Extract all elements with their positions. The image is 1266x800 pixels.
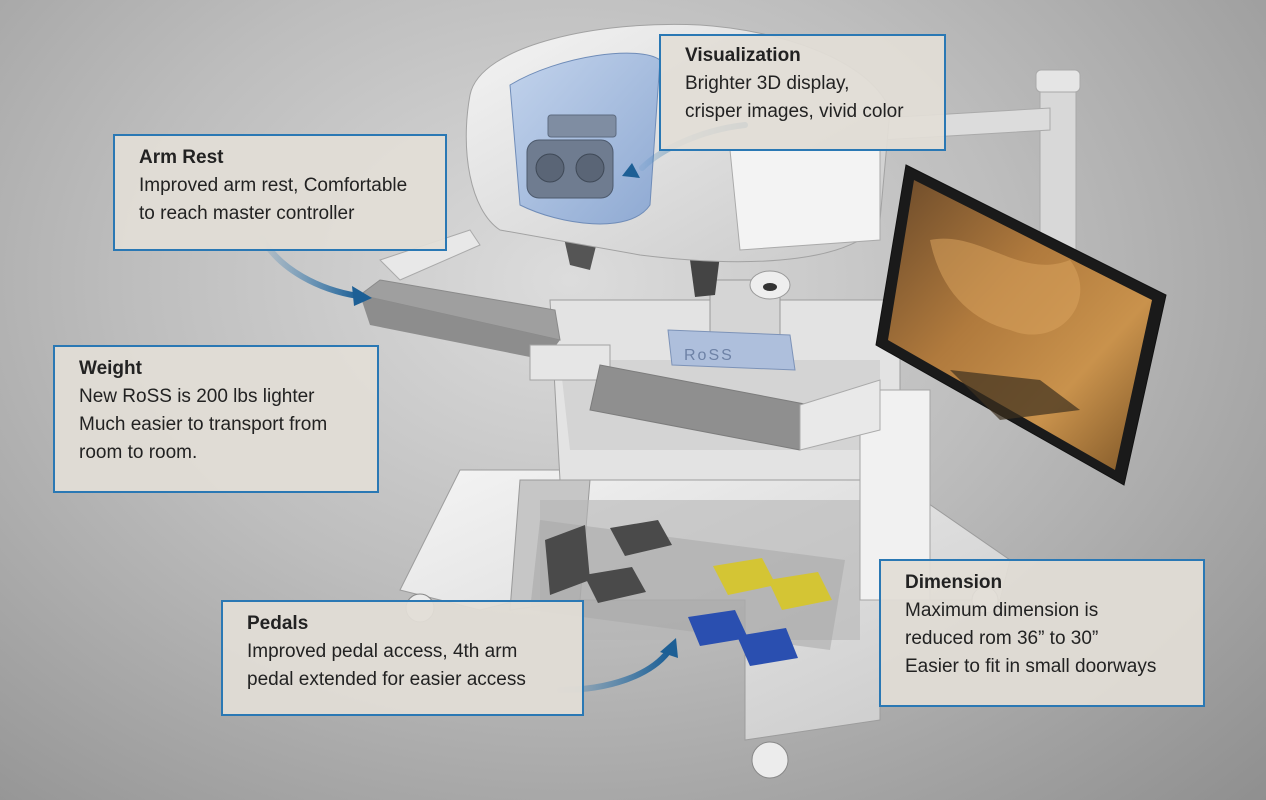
callout-text: to reach master controller (139, 203, 355, 224)
callout-text: Much easier to transport from (79, 414, 328, 435)
pedal-yellow (713, 558, 776, 595)
callout-text: Easier to fit in small doorways (905, 656, 1157, 677)
pedal-dark (545, 525, 590, 595)
callout-title: Arm Rest (139, 147, 224, 168)
callout-text: crisper images, vivid color (685, 101, 904, 122)
callout-text: reduced rom 36” to 30” (905, 628, 1099, 649)
callout-text: Improved pedal access, 4th arm (247, 641, 518, 662)
callout-title: Pedals (247, 613, 309, 634)
callout-visualization: Visualization Brighter 3D display, crisp… (659, 34, 946, 151)
pedal-dark (584, 567, 646, 603)
endoscopic-monitor (875, 164, 1167, 486)
pedal-yellow (768, 572, 832, 610)
ross-logo-plate (667, 329, 796, 371)
pedal-blue (688, 610, 748, 646)
callout-title: Dimension (905, 572, 1003, 593)
arm-rest (358, 229, 881, 451)
callout-text: Maximum dimension is (905, 600, 1099, 621)
callout-pedals: Pedals Improved pedal access, 4th arm pe… (221, 600, 584, 716)
callout-dimension: Dimension Maximum dimension is reduced r… (879, 559, 1205, 707)
ross-logo-text: RoSS (684, 347, 734, 364)
pedal-blue (737, 628, 798, 666)
callout-arm-rest: Arm Rest Improved arm rest, Comfortable … (113, 134, 447, 251)
callout-text: room to room. (79, 442, 198, 463)
callout-weight: Weight New RoSS is 200 lbs lighter Much … (53, 345, 379, 493)
callout-text: Improved arm rest, Comfortable (139, 175, 408, 196)
callout-title: Weight (79, 358, 142, 379)
callout-title: Visualization (685, 45, 801, 66)
pedal-dark (610, 520, 672, 556)
pedal-tray (530, 520, 845, 666)
callout-text: Brighter 3D display, (685, 73, 850, 94)
callout-text: New RoSS is 200 lbs lighter (79, 386, 315, 407)
callout-text: pedal extended for easier access (247, 669, 526, 690)
